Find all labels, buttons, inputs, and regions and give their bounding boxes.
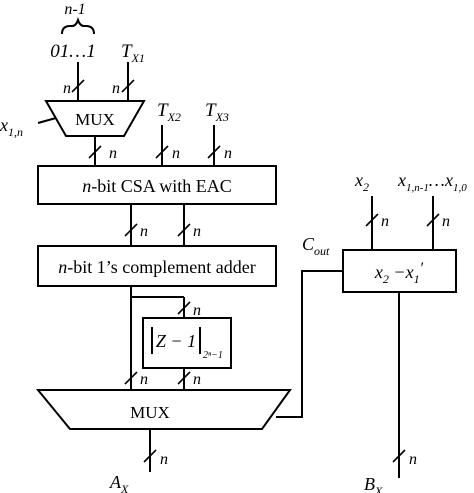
brace-icon: [61, 16, 95, 35]
bus-slash: [155, 145, 169, 159]
bx-label: BX: [364, 474, 383, 493]
mod-block: [142, 317, 232, 369]
top-input-value: 01…1: [50, 41, 95, 62]
bus-slash: [121, 79, 135, 93]
bus-slash: [207, 145, 221, 159]
bus-width-label: n: [409, 451, 417, 468]
tx1-label: TX1: [121, 41, 145, 65]
bus-slash: [177, 371, 191, 385]
bus-width-label: n: [381, 213, 389, 230]
mod-subscript: 2ⁿ−1: [203, 350, 223, 361]
bus-slash: [365, 213, 379, 227]
bus-slash: [124, 223, 138, 237]
bus-slash: [177, 301, 191, 315]
bus-width-label: n: [109, 145, 117, 162]
brace-label: n-1: [64, 1, 85, 18]
bottom-mux: [35, 389, 292, 430]
ax-label: AX: [109, 472, 129, 493]
x2-label: x2: [354, 170, 369, 194]
bottom-mux-label: MUX: [130, 403, 170, 422]
bus-slash: [177, 223, 191, 237]
x1n-label: x1,n: [0, 115, 23, 139]
tx3-label: TX3: [205, 100, 229, 124]
top-mux: [44, 100, 146, 137]
csa-block: [37, 165, 277, 205]
bus-slash: [124, 371, 138, 385]
bus-slash: [392, 449, 406, 463]
wire-cout-to-mux: [276, 270, 343, 418]
bus-width-label: n: [193, 223, 201, 240]
bus-slash: [71, 79, 85, 93]
bus-width-label: n: [224, 145, 232, 162]
bus-width-label: n: [193, 302, 201, 319]
wire-x1n-select: [37, 117, 57, 124]
bus-slash: [143, 449, 157, 463]
bus-width-label: n: [112, 80, 120, 97]
tx2-label: TX2: [157, 100, 181, 124]
top-mux-label: MUX: [75, 110, 115, 129]
csa-label: n-bit CSA with EAC: [82, 176, 232, 196]
adder-block: [37, 245, 277, 287]
bus-width-label: n: [172, 145, 180, 162]
cout-label: Cout: [302, 234, 330, 258]
subtractor-label: x2 −x1′: [374, 260, 424, 286]
bus-width-label: n: [140, 371, 148, 388]
bus-width-label: n: [140, 223, 148, 240]
adder-label: n-bit 1’s complement adder: [58, 257, 255, 277]
bus-width-label: n: [63, 80, 71, 97]
bus-width-label: n: [160, 451, 168, 468]
bus-width-label: n: [442, 213, 450, 230]
bus-width-label: n: [193, 371, 201, 388]
mod-expr: Z − 1: [156, 331, 196, 351]
bus-slash: [426, 213, 440, 227]
bus-slash: [88, 145, 102, 159]
x1-range-label: x1,n-1…x1,0: [397, 170, 467, 194]
